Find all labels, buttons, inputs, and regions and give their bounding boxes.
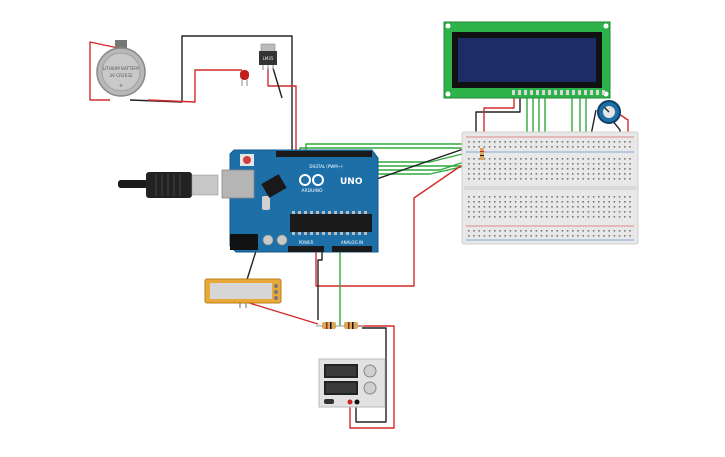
led-icon[interactable] bbox=[240, 70, 249, 86]
arduino-logo-text: ARDUINO bbox=[301, 188, 323, 194]
display-module[interactable] bbox=[204, 278, 282, 308]
wire-regulator-mid[interactable] bbox=[272, 67, 283, 99]
wire-display-signal[interactable] bbox=[245, 301, 319, 325]
display-module-screen bbox=[210, 283, 272, 299]
regulator-label: LM35 bbox=[263, 56, 274, 61]
wire-5v-to-breadboard[interactable] bbox=[315, 149, 485, 287]
dc-power-supply[interactable] bbox=[318, 358, 386, 408]
supply-current-knob[interactable] bbox=[363, 381, 377, 395]
arduino-power-label: POWER bbox=[299, 240, 314, 245]
arduino-analog-label: ANALOG IN bbox=[341, 240, 363, 245]
arduino-digital-label: DIGITAL (PWM~) bbox=[309, 164, 343, 169]
arduino-infinity-logo bbox=[299, 174, 324, 186]
wire-divider-to-supply-black[interactable] bbox=[355, 327, 387, 423]
digital-header[interactable] bbox=[276, 151, 372, 157]
wire-battery-positive[interactable] bbox=[89, 41, 119, 101]
wire-battery-led[interactable] bbox=[147, 69, 242, 103]
wire-gnd-to-divider[interactable] bbox=[317, 252, 323, 320]
lcd-pin-header[interactable] bbox=[512, 90, 605, 95]
supply-terminal-negative[interactable] bbox=[354, 399, 360, 405]
battery-label-line1: LITHIUM BATTERY bbox=[103, 66, 140, 71]
breadboard-holes[interactable] bbox=[468, 141, 631, 237]
supply-terminal-positive[interactable] bbox=[347, 399, 353, 405]
usb-plug-icon[interactable] bbox=[118, 172, 219, 198]
atmega-chip bbox=[290, 214, 372, 232]
resistor-icon[interactable] bbox=[480, 148, 484, 160]
supply-voltage-knob[interactable] bbox=[363, 364, 377, 378]
arduino-model-label: UNO bbox=[340, 177, 363, 187]
breadboard[interactable] bbox=[461, 131, 639, 245]
knob-icon[interactable] bbox=[597, 100, 621, 124]
supply-power-switch[interactable] bbox=[324, 399, 334, 404]
regulator-component[interactable]: LM35 bbox=[259, 43, 277, 70]
lcd-16x2-display[interactable] bbox=[443, 21, 611, 99]
analog-header[interactable] bbox=[332, 246, 372, 252]
wire-divider-to-supply-red[interactable] bbox=[349, 325, 395, 429]
lcd-screen bbox=[458, 38, 596, 82]
power-header[interactable] bbox=[288, 246, 324, 252]
battery-label-line2: 3V CR2032 bbox=[109, 73, 133, 78]
reset-button[interactable] bbox=[243, 156, 251, 164]
resistor-divider[interactable] bbox=[316, 322, 364, 329]
battery-polarity-label: + bbox=[119, 83, 123, 89]
coin-cell-battery[interactable]: LITHIUM BATTERY 3V CR2032 + bbox=[96, 40, 146, 97]
wire-regulator-out[interactable] bbox=[267, 68, 297, 156]
arduino-uno-board[interactable]: DIGITAL (PWM~) ARDUINO UNO bbox=[221, 149, 379, 253]
